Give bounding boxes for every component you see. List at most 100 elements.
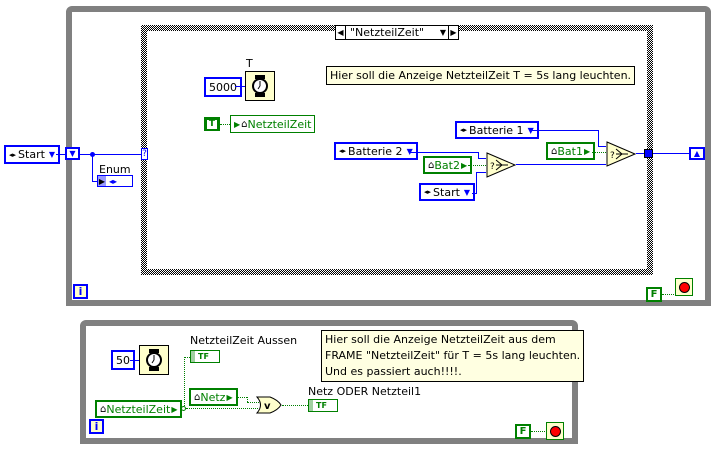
bool-wire bbox=[531, 431, 547, 432]
arrow-right-icon: ▶ bbox=[234, 119, 241, 129]
start-label: Start bbox=[433, 185, 460, 199]
svg-text:?: ? bbox=[610, 151, 615, 161]
start-enum-constant[interactable]: ◂▸ Start ▼ bbox=[419, 183, 476, 201]
wait-constant[interactable]: 5000 bbox=[204, 77, 242, 97]
tf-label: TF bbox=[198, 352, 209, 361]
bool-wire bbox=[237, 397, 247, 398]
comment-note-bottom: Hier soll die Anzeige NetzteilZeit aus d… bbox=[321, 330, 585, 382]
wire bbox=[235, 86, 247, 87]
wait-node[interactable] bbox=[245, 71, 275, 101]
note-line: Und es passiert auch!!!!. bbox=[325, 365, 462, 378]
enum-indicator-label: Enum bbox=[99, 163, 131, 176]
wire bbox=[478, 158, 486, 159]
wire bbox=[80, 154, 141, 155]
chevron-down-icon[interactable]: ▼ bbox=[439, 28, 446, 37]
wire bbox=[476, 172, 486, 173]
batterie2-label: Batterie 2 bbox=[348, 144, 403, 158]
wire bbox=[472, 193, 477, 194]
bool-wire bbox=[592, 152, 606, 153]
case-prev-arrow[interactable]: ◀ bbox=[336, 26, 346, 39]
wire bbox=[478, 152, 479, 158]
local-var-netz[interactable]: ⌂ Netz ▶ bbox=[189, 388, 238, 406]
or-symbol: v bbox=[264, 401, 271, 412]
watch-icon bbox=[146, 349, 162, 371]
indicator-netzteilzeit-aussen[interactable]: TF bbox=[190, 350, 220, 363]
local-var-netzteilzeit[interactable]: ▶ ⌂ NetzteilZeit bbox=[230, 115, 316, 133]
wire bbox=[653, 153, 689, 154]
iteration-label: i bbox=[78, 285, 83, 298]
arrow-right-icon bbox=[191, 351, 195, 362]
wire bbox=[410, 152, 478, 153]
house-icon: ⌂ bbox=[100, 403, 107, 415]
wire bbox=[530, 130, 598, 131]
wire bbox=[636, 153, 646, 154]
iteration-label: i bbox=[94, 420, 99, 433]
local-var-netzteilzeit-read[interactable]: ⌂ NetzteilZeit ▶ bbox=[95, 400, 183, 418]
wire bbox=[598, 130, 599, 146]
enum-arrows-icon: ◂▸ bbox=[339, 147, 347, 155]
enum-arrows-icon: ◂▸ bbox=[109, 176, 118, 186]
bool-constant-true[interactable]: T bbox=[204, 117, 220, 131]
local-var-bat2[interactable]: ⌂ Bat2 ▶ bbox=[423, 156, 473, 174]
house-icon: ⌂ bbox=[241, 118, 248, 130]
svg-text:?: ? bbox=[490, 162, 495, 172]
note-line: FRAME "NetzteilZeit" für T = 5s lang leu… bbox=[325, 349, 581, 362]
netz-label: Netz bbox=[200, 390, 226, 404]
netzteilzeit-label: NetzteilZeit bbox=[106, 402, 171, 416]
case-next-arrow[interactable]: ▶ bbox=[448, 26, 458, 39]
house-icon: ⌂ bbox=[551, 145, 558, 157]
bool-wire bbox=[247, 397, 248, 402]
arrow-right-icon: ▶ bbox=[583, 146, 591, 156]
local-var-label: NetzteilZeit bbox=[247, 117, 312, 131]
chevron-down-icon[interactable]: ▼ bbox=[463, 187, 471, 197]
start-enum-control[interactable]: ◂▸ Start ▼ bbox=[4, 145, 61, 164]
bool-wire bbox=[282, 405, 308, 406]
stop-terminal[interactable] bbox=[675, 278, 693, 296]
enum-indicator[interactable]: ▶◂▸ bbox=[97, 175, 133, 187]
case-output-tunnel bbox=[644, 149, 653, 158]
or-gate[interactable]: v bbox=[256, 396, 282, 414]
enum-arrows-icon: ◂▸ bbox=[460, 126, 468, 134]
house-icon: ⌂ bbox=[194, 391, 201, 403]
iteration-terminal: i bbox=[89, 419, 104, 434]
case-selector[interactable]: ◀ "NetzteilZeit" ▼ ▶ bbox=[335, 25, 459, 40]
indicator-oder-label: Netz ODER Netzteil1 bbox=[308, 385, 422, 398]
enum-arrows-icon: ◂▸ bbox=[9, 150, 17, 159]
case-selector-label: "NetzteilZeit" bbox=[350, 26, 425, 39]
arrow-right-icon: ▶ bbox=[171, 404, 178, 414]
arrow-right-icon: ▶ bbox=[460, 160, 468, 170]
wire-junction bbox=[181, 406, 186, 411]
stop-terminal[interactable] bbox=[546, 422, 564, 440]
select-node-1[interactable]: ? bbox=[486, 152, 516, 178]
wire bbox=[130, 360, 140, 361]
chevron-down-icon[interactable]: ▼ bbox=[406, 146, 413, 156]
shift-register-left: ▼ bbox=[65, 147, 80, 160]
wait-node[interactable] bbox=[139, 345, 169, 375]
false-constant[interactable]: F bbox=[646, 287, 662, 302]
wire bbox=[92, 154, 93, 181]
iteration-terminal: i bbox=[73, 284, 88, 299]
batterie1-label: Batterie 1 bbox=[469, 123, 524, 137]
enum-arrows-icon: ◂▸ bbox=[424, 188, 432, 196]
select-node-2[interactable]: ? bbox=[606, 141, 636, 167]
false-constant-label: F bbox=[519, 426, 527, 437]
false-constant[interactable]: F bbox=[515, 424, 531, 439]
false-constant-label: F bbox=[650, 289, 658, 300]
batterie2-enum-constant[interactable]: ◂▸ Batterie 2 ▼ bbox=[334, 142, 418, 160]
start-enum-label: Start bbox=[18, 148, 45, 161]
indicator-netz-oder-netzteil1[interactable]: TF bbox=[308, 399, 338, 412]
shift-register-right: ▲ bbox=[689, 147, 705, 160]
indicator-aussen-label: NetzteilZeit Aussen bbox=[190, 334, 298, 347]
batterie1-enum-constant[interactable]: ◂▸ Batterie 1 ▼ bbox=[455, 121, 539, 139]
bool-wire bbox=[186, 408, 258, 409]
chevron-down-icon[interactable]: ▼ bbox=[48, 150, 56, 159]
local-var-bat1[interactable]: ⌂ Bat1 ▶ bbox=[546, 142, 596, 160]
wire bbox=[56, 154, 66, 155]
wire bbox=[92, 181, 98, 182]
bat1-label: Bat1 bbox=[557, 144, 583, 158]
comment-note: Hier soll die Anzeige NetzteilZeit T = 5… bbox=[326, 66, 636, 85]
note-line: Hier soll die Anzeige NetzteilZeit aus d… bbox=[325, 333, 556, 346]
bat2-label: Bat2 bbox=[434, 158, 460, 172]
wait-label: T bbox=[246, 57, 253, 70]
arrow-right-icon bbox=[309, 400, 313, 411]
